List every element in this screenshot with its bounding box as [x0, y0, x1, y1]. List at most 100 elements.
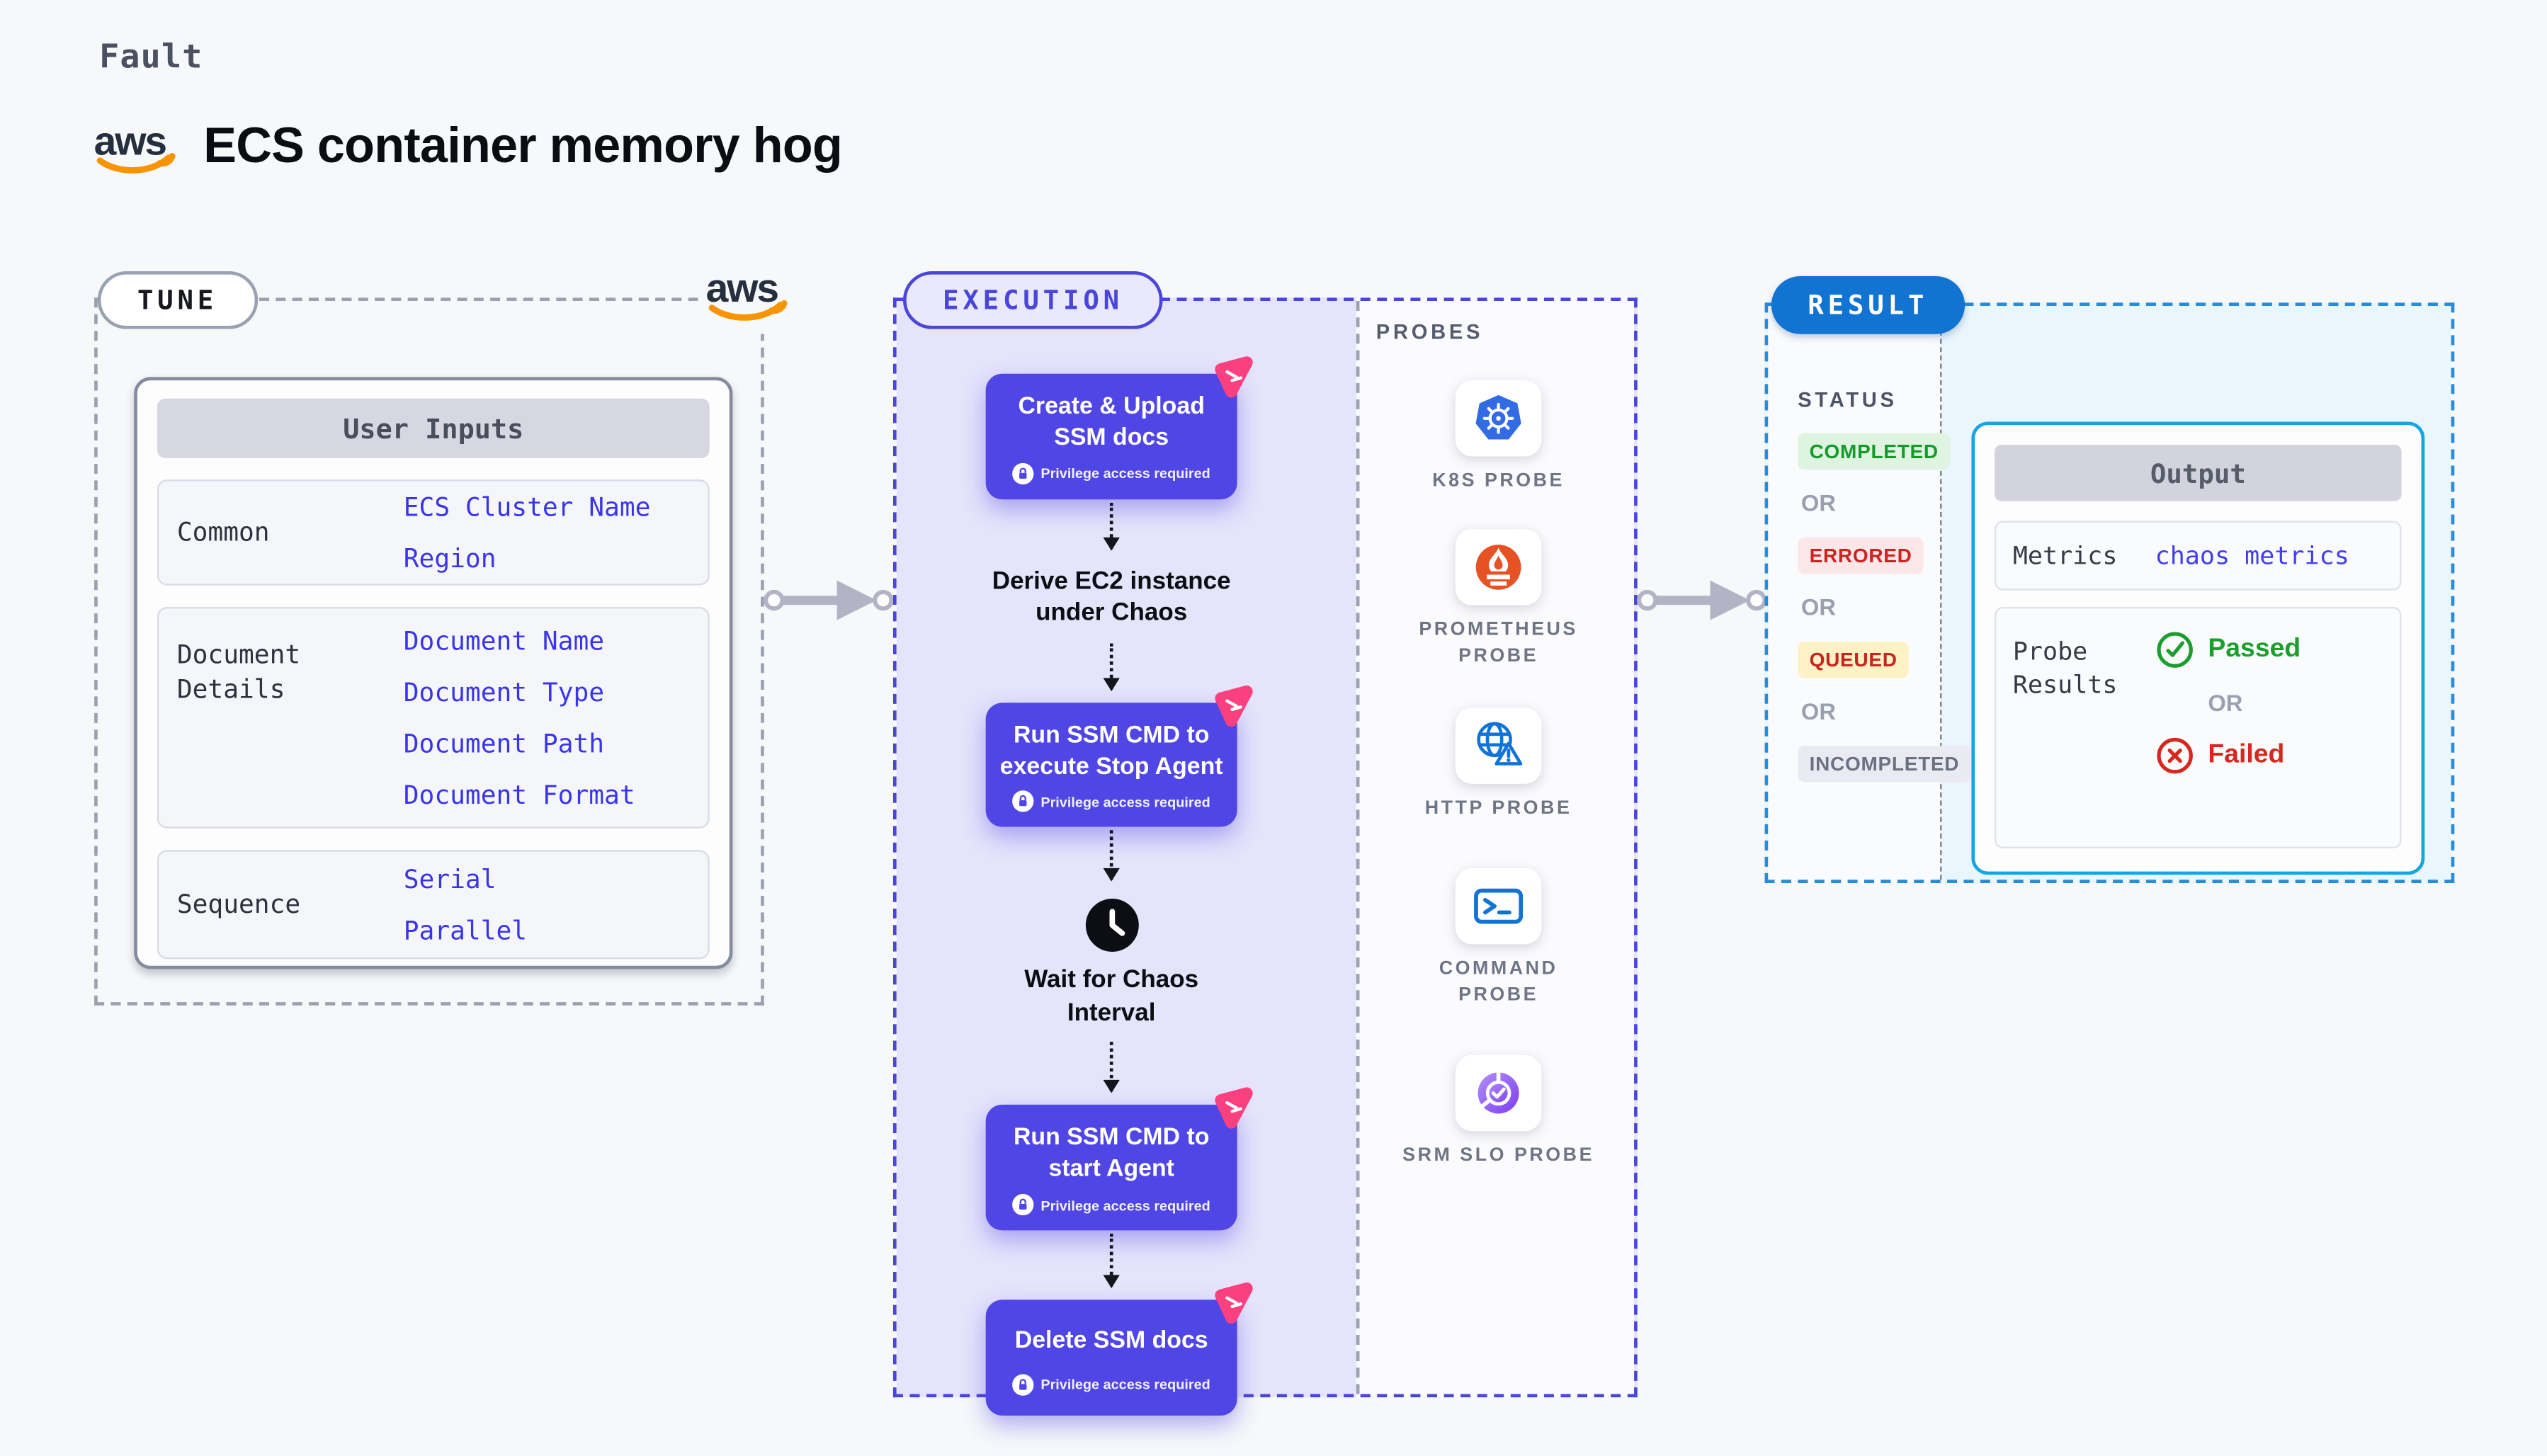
or-label: OR	[1800, 698, 1836, 724]
aws-corner-logo: aws	[698, 254, 801, 334]
privilege-note: Privilege access required	[1040, 793, 1210, 810]
row-values: Serial Parallel	[403, 864, 708, 945]
step-title: Run SSM CMD to start Agent	[1013, 1125, 1210, 1183]
execution-pill: EXECUTION	[902, 271, 1164, 329]
chaos-badge-icon	[1215, 1282, 1253, 1324]
passed-label: Passed	[2208, 635, 2301, 664]
prometheus-icon	[1475, 545, 1521, 590]
dotted-arrow-icon	[1103, 1042, 1120, 1094]
table-row-common: Common ECS Cluster Name Region	[157, 479, 710, 586]
probe-item-http: HTTP PROBE	[1356, 707, 1641, 822]
title-row: aws ECS container memory hog	[91, 115, 843, 178]
probe-name: SRM SLO PROBE	[1402, 1146, 1594, 1166]
connector-arrow-icon	[764, 580, 894, 620]
svg-text:aws: aws	[94, 118, 166, 164]
result-section: RESULT STATUS COMPLETED OR ERRORED OR QU…	[1764, 275, 2455, 883]
svg-text:aws: aws	[706, 266, 778, 311]
table-row-sequence: Sequence Serial Parallel	[157, 850, 710, 960]
or-label: OR	[2208, 689, 2243, 717]
lock-icon	[1012, 1374, 1034, 1396]
step-card-create-upload: Create & Upload SSM docs Privilege acces…	[985, 356, 1253, 499]
dotted-arrow-icon	[1103, 831, 1120, 882]
failed-label: Failed	[2208, 741, 2285, 769]
privilege-note: Privilege access required	[1040, 1376, 1210, 1394]
or-label: OR	[1800, 593, 1836, 620]
chaos-badge-icon	[1215, 685, 1253, 727]
probe-results-row: Probe Results Passed OR	[1995, 606, 2402, 848]
probes-divider	[1356, 300, 1360, 1394]
dotted-arrow-icon	[1103, 502, 1120, 550]
execution-section: EXECUTION Create & Upload SSM docs Privi…	[892, 271, 1641, 1416]
output-title: Output	[1995, 445, 2402, 501]
input-value: Document Type	[403, 677, 605, 707]
chaos-badge-icon	[1215, 356, 1253, 398]
privilege-row: Privilege access required	[999, 1194, 1224, 1216]
input-value: Serial	[403, 864, 497, 894]
passed-line: Passed	[2155, 630, 2400, 670]
x-circle-icon	[2157, 737, 2193, 774]
status-badge-errored: ERRORED	[1798, 537, 1924, 574]
dotted-arrow-icon	[1103, 1234, 1120, 1289]
user-inputs-title: User Inputs	[157, 398, 710, 458]
user-inputs-card: User Inputs Common ECS Cluster Name Regi…	[134, 377, 733, 969]
row-values: ECS Cluster Name Region	[403, 491, 708, 574]
input-value: Parallel	[403, 915, 528, 945]
terminal-icon	[1474, 888, 1524, 924]
probe-item-k8s: K8S PROBE	[1356, 380, 1641, 495]
step-card-stop-agent: Run SSM CMD to execute Stop Agent Privil…	[985, 685, 1253, 828]
aws-logo-icon: aws	[706, 266, 788, 321]
privilege-row: Privilege access required	[999, 462, 1224, 484]
probe-name: HTTP PROBE	[1424, 798, 1572, 819]
or-label: OR	[1800, 489, 1836, 516]
clock-icon	[1084, 899, 1138, 952]
probe-name: COMMAND PROBE	[1439, 959, 1558, 1005]
globe-warning-icon	[1477, 722, 1523, 766]
derive-step-text: Derive EC2 instance under Chaos	[992, 567, 1231, 627]
dotted-arrow-icon	[1103, 642, 1120, 691]
kubernetes-icon	[1475, 394, 1521, 440]
probes-panel: PROBES K8S PROBE	[1356, 301, 1641, 1394]
fault-kicker: Fault	[99, 36, 203, 76]
probe-results-label: Probe Results	[2012, 637, 2118, 700]
status-divider	[1940, 305, 1942, 880]
input-value: Document Name	[403, 625, 605, 656]
privilege-row: Privilege access required	[999, 791, 1224, 813]
row-label: Common	[176, 516, 270, 547]
probe-icon-card	[1455, 529, 1542, 605]
status-column: STATUS COMPLETED OR ERRORED OR QUEUED OR…	[1798, 388, 1971, 783]
probe-icon-card	[1455, 380, 1542, 457]
tune-section: TUNE aws User Inputs Common ECS Cluster …	[94, 254, 801, 1006]
probe-name: PROMETHEUS PROBE	[1419, 620, 1578, 666]
probe-icon-card	[1455, 707, 1542, 784]
step-title: Delete SSM docs	[1014, 1328, 1208, 1355]
probe-name: K8S PROBE	[1432, 471, 1565, 491]
status-title: STATUS	[1798, 388, 1898, 412]
step-card-delete-docs: Delete SSM docs Privilege access require…	[985, 1282, 1253, 1416]
metrics-value: chaos metrics	[2155, 540, 2349, 571]
input-value: Region	[403, 543, 497, 574]
step-card-start-agent: Run SSM CMD to start Agent Privilege acc…	[985, 1088, 1253, 1231]
chaos-badge-icon	[1215, 1088, 1253, 1130]
input-value: Document Path	[403, 728, 605, 758]
privilege-note: Privilege access required	[1040, 465, 1210, 482]
privilege-row: Privilege access required	[999, 1374, 1224, 1396]
row-label: Sequence	[176, 889, 301, 919]
step-title: Run SSM CMD to execute Stop Agent	[999, 722, 1223, 780]
row-values: Document Name Document Type Document Pat…	[404, 622, 708, 814]
wait-step-text: Wait for Chaos Interval	[1024, 966, 1199, 1027]
status-badge-incompleted: INCOMPLETED	[1798, 746, 1971, 783]
metrics-row: Metrics chaos metrics	[1995, 521, 2402, 591]
status-badge-completed: COMPLETED	[1798, 433, 1951, 470]
status-badge-queued: QUEUED	[1798, 642, 1910, 678]
aws-logo-icon: aws	[94, 118, 176, 174]
row-label: Document Details	[176, 639, 301, 705]
page-title: ECS container memory hog	[203, 119, 843, 174]
probe-icon-card	[1455, 1054, 1542, 1132]
probe-item-prometheus: PROMETHEUS PROBE	[1356, 529, 1641, 670]
probes-panel-title: PROBES	[1375, 321, 1484, 344]
lock-icon	[1012, 1194, 1034, 1216]
failed-line: Failed	[2155, 736, 2400, 775]
input-value: ECS Cluster Name	[403, 491, 651, 522]
input-value: Document Format	[403, 779, 635, 810]
probe-item-srm-slo: SRM SLO PROBE	[1356, 1054, 1641, 1170]
